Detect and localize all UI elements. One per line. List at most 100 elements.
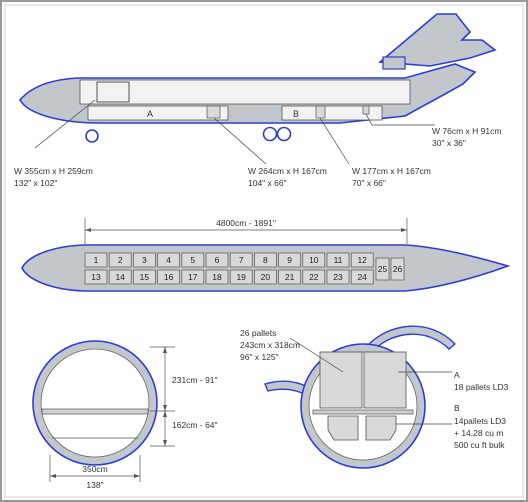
- leader-main-door: [34, 99, 96, 149]
- pallet-left: [319, 351, 363, 409]
- upper-cargo-door: [365, 325, 457, 352]
- position-12-box: [350, 252, 374, 268]
- aft-door-imperial: 70" x 66": [352, 178, 386, 188]
- position-20-label: 20: [261, 272, 271, 282]
- main-door-imperial: 132" x 102": [14, 178, 57, 188]
- position-23-box: [326, 269, 350, 285]
- pallet-size-metric: 243cm x 318cm: [240, 340, 300, 350]
- leader-bulk-door: [365, 113, 435, 126]
- leader-aft-door: [319, 117, 350, 165]
- position-15-label: 15: [140, 272, 150, 282]
- cabin-interior: [40, 348, 150, 458]
- position-2-label: 2: [118, 255, 123, 265]
- tail-fin: [377, 13, 497, 67]
- width-arrow-right: [134, 474, 140, 478]
- position-8-box: [254, 252, 277, 268]
- position-5-label: 5: [190, 255, 195, 265]
- position-13-label: 13: [91, 272, 101, 282]
- pallet-count: 26 pallets: [240, 328, 276, 338]
- arrow-top: [163, 347, 167, 353]
- tail-engine: [382, 56, 406, 70]
- main-deck-floor: [41, 408, 149, 415]
- hold-a-letter: A: [454, 370, 460, 380]
- position-21-box: [278, 269, 301, 285]
- position-19-label: 19: [236, 272, 246, 282]
- cross-section-right: 26 pallets 243cm x 318cm 96" x 125" A 18…: [240, 325, 509, 469]
- position-7-label: 7: [239, 255, 244, 265]
- position-25-box: [375, 257, 390, 281]
- pallet-size-imperial: 96" x 125": [240, 352, 279, 362]
- hold-b-letter: B: [454, 403, 460, 413]
- aft-door-metric: W 177cm x H 167cm: [352, 166, 431, 176]
- nose-wheel: [85, 129, 99, 143]
- lower-height-label: 162cm - 64": [172, 420, 218, 430]
- position-14-label: 14: [115, 272, 125, 282]
- main-deck-floor-right: [312, 409, 414, 415]
- position-16-box: [157, 269, 180, 285]
- position-26-label: 26: [393, 264, 403, 274]
- position-12-label: 12: [357, 255, 367, 265]
- leader-pallets: [289, 337, 344, 373]
- main-cargo-door: [96, 81, 130, 103]
- position-10-box: [302, 252, 326, 268]
- position-22-box: [302, 269, 326, 285]
- length-arrow-left: [85, 228, 91, 232]
- ld3-left: [327, 415, 359, 441]
- main-wheel-right: [276, 126, 292, 142]
- ld3-right: [365, 415, 397, 441]
- main-deck: [79, 79, 411, 105]
- position-5-box: [181, 252, 205, 268]
- position-16-label: 16: [164, 272, 174, 282]
- bulk-door: [362, 105, 370, 115]
- position-3-label: 3: [142, 255, 147, 265]
- bulk-door-metric: W 76cm x H 91cm: [432, 126, 501, 136]
- position-14-box: [108, 269, 132, 285]
- upper-height-label: 231cm - 91": [172, 375, 218, 385]
- position-1-label: 1: [94, 255, 99, 265]
- aft-hold: [281, 105, 383, 121]
- hold-b-line3: 500 cu ft bulk: [454, 440, 505, 450]
- leader-forward-door: [213, 117, 267, 165]
- side-view: A B W 355cm x H 259cm 132" x 102" W 264c…: [14, 13, 501, 188]
- arrow-mid-down: [163, 411, 167, 417]
- pallet-right: [363, 351, 407, 409]
- position-6-box: [205, 252, 229, 268]
- position-17-label: 17: [188, 272, 198, 282]
- inner-frame: [4, 4, 524, 498]
- position-18-box: [205, 269, 229, 285]
- position-23-label: 23: [333, 272, 343, 282]
- forward-hold: [87, 105, 229, 121]
- position-17-box: [181, 269, 205, 285]
- position-11-box: [326, 252, 350, 268]
- position-18-label: 18: [212, 272, 222, 282]
- position-9-box: [278, 252, 301, 268]
- position-21-label: 21: [285, 272, 295, 282]
- position-7-box: [229, 252, 253, 268]
- position-13-box: [84, 269, 108, 285]
- position-15-box: [133, 269, 156, 285]
- position-10-label: 10: [309, 255, 319, 265]
- hold-a-label: A: [147, 109, 153, 119]
- position-24-box: [350, 269, 374, 285]
- position-19-box: [229, 269, 253, 285]
- width-arrow-left: [50, 474, 56, 478]
- length-label: 4800cm - 1891": [216, 218, 276, 228]
- cross-section-left: 231cm - 91" 162cm - 64" 350cm 138": [32, 340, 218, 490]
- main-wheel-left: [262, 126, 278, 142]
- position-24-label: 24: [357, 272, 367, 282]
- position-11-label: 11: [334, 255, 343, 265]
- position-4-box: [157, 252, 180, 268]
- forward-door-imperial: 104" x 66": [248, 178, 287, 188]
- position-9-label: 9: [287, 255, 292, 265]
- width-metric-label: 350cm: [82, 464, 108, 474]
- hold-b-line2: + 14.28 cu m: [454, 428, 503, 438]
- arrow-mid-up: [163, 405, 167, 411]
- position-6-label: 6: [215, 255, 220, 265]
- main-door-metric: W 355cm x H 259cm: [14, 166, 93, 176]
- position-8-label: 8: [263, 255, 268, 265]
